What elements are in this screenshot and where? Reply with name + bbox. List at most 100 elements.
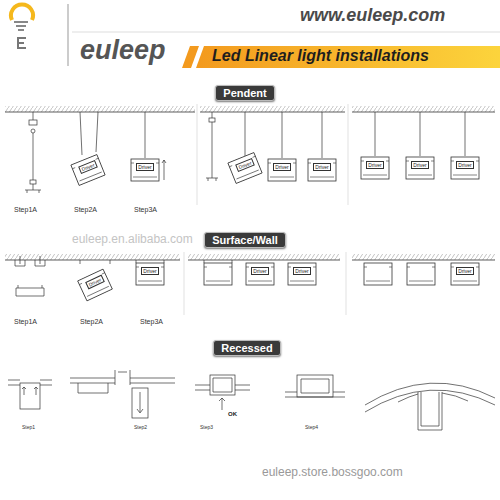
illustration-use	[246, 263, 274, 285]
driver-text: Driver	[458, 163, 471, 168]
illustration-line	[245, 112, 246, 156]
section-header: Pendent	[215, 85, 275, 101]
section-title: Pendent	[223, 88, 266, 99]
ok-mark: OK	[228, 411, 237, 418]
driver-box: Driver	[141, 267, 159, 275]
illustration-path	[18, 38, 26, 48]
driver-text: Driver	[253, 269, 266, 274]
illustration-line	[188, 260, 340, 261]
illustration-path	[206, 178, 218, 181]
illustration-path	[219, 398, 225, 410]
illustration-line	[33, 184, 34, 190]
illustration-use	[361, 157, 389, 179]
driver-text: Driver	[315, 165, 328, 170]
step-label: Step3A	[140, 318, 163, 326]
illustration-path	[398, 393, 468, 402]
driver-box: Driver	[456, 267, 474, 275]
brand-name: euleep	[80, 36, 166, 66]
step-label: Step2	[134, 425, 147, 431]
illustration-line	[322, 112, 323, 158]
illustration-path	[25, 190, 41, 193]
illustration-rect	[352, 106, 495, 112]
driver-text: Driver	[295, 269, 308, 274]
illustration-line	[197, 104, 198, 205]
driver-text: Driver	[275, 165, 288, 170]
driver-text: Driver	[458, 269, 471, 274]
illustration-circle	[31, 129, 35, 133]
driver-text: Driver	[138, 165, 151, 170]
watermark: euleep.en.alibaba.com	[72, 233, 193, 246]
driver-box: Driver	[366, 161, 384, 169]
footer-url: euleep.store.bossgoo.com	[262, 466, 403, 479]
illustration-line	[352, 112, 495, 113]
illustration-path	[162, 160, 166, 163]
illustration-path	[78, 383, 108, 393]
illustration-line	[465, 112, 466, 156]
illustration-line	[212, 112, 213, 118]
illustration-use	[364, 263, 392, 285]
driver-box: Driver	[456, 161, 474, 169]
website-url: www.euleep.com	[300, 6, 445, 26]
illustration-rect	[210, 375, 235, 395]
step-label: Step4	[305, 425, 318, 431]
driver-text: Driver	[143, 269, 156, 274]
driver-box: Driver	[313, 163, 331, 171]
recessed-steps	[8, 370, 495, 430]
illustration-line	[80, 112, 82, 155]
illustration-line	[40, 256, 41, 264]
illustration-line	[68, 4, 69, 66]
illustration-path	[15, 260, 45, 266]
driver-box: Driver	[251, 267, 269, 275]
illustration-use	[308, 159, 336, 181]
illustration-line	[184, 252, 185, 315]
illustration-line	[375, 112, 376, 156]
illustration-line	[5, 112, 195, 113]
driver-box: Driver	[273, 163, 291, 171]
illustration-path	[115, 370, 130, 385]
illustration-use	[288, 263, 316, 285]
illustration-use	[204, 263, 232, 285]
illustration-path	[70, 378, 175, 383]
illustration-use	[406, 157, 434, 179]
title-banner	[196, 46, 500, 68]
illustration-line	[200, 112, 345, 113]
illustration-line	[164, 160, 165, 180]
illustration-path	[14, 22, 28, 30]
illustration-line	[96, 112, 98, 152]
illustration-rect	[30, 180, 36, 184]
illustration-path	[365, 383, 495, 412]
illustration-line	[282, 112, 283, 158]
illustration-path	[213, 378, 232, 392]
illustration-path	[11, 4, 33, 20]
section-header: Recessed	[213, 340, 281, 356]
step-label: Step1A	[14, 206, 37, 214]
illustration-polygon	[182, 46, 199, 68]
driver-text: Driver	[413, 163, 426, 168]
section-header: Surface/Wall	[204, 232, 286, 248]
step-label: Step3	[200, 425, 213, 431]
ceilings	[5, 106, 495, 260]
page-title: Led Linear light installations	[212, 47, 429, 65]
illustration-line	[145, 112, 146, 158]
illustration-line	[352, 260, 495, 261]
illustration-rect	[352, 254, 495, 260]
illustration-path	[137, 392, 143, 413]
illustration-rect	[209, 118, 215, 122]
driver-box: Driver	[293, 267, 311, 275]
illustration-path	[16, 285, 44, 296]
illustration-rect	[297, 375, 333, 397]
illustration-use	[268, 159, 296, 181]
pendant-kits	[25, 112, 465, 193]
illustration-line	[20, 256, 21, 264]
illustration-line	[5, 260, 180, 261]
illustration-line	[212, 122, 213, 178]
illustration-line	[346, 252, 347, 315]
step-label: Step2A	[80, 318, 103, 326]
illustration-g	[78, 269, 113, 301]
illustration-line	[348, 104, 349, 205]
illustration-use	[71, 155, 105, 186]
illustration-use	[407, 263, 435, 285]
illustration-use	[451, 157, 479, 179]
driver-box: Driver	[411, 161, 429, 169]
